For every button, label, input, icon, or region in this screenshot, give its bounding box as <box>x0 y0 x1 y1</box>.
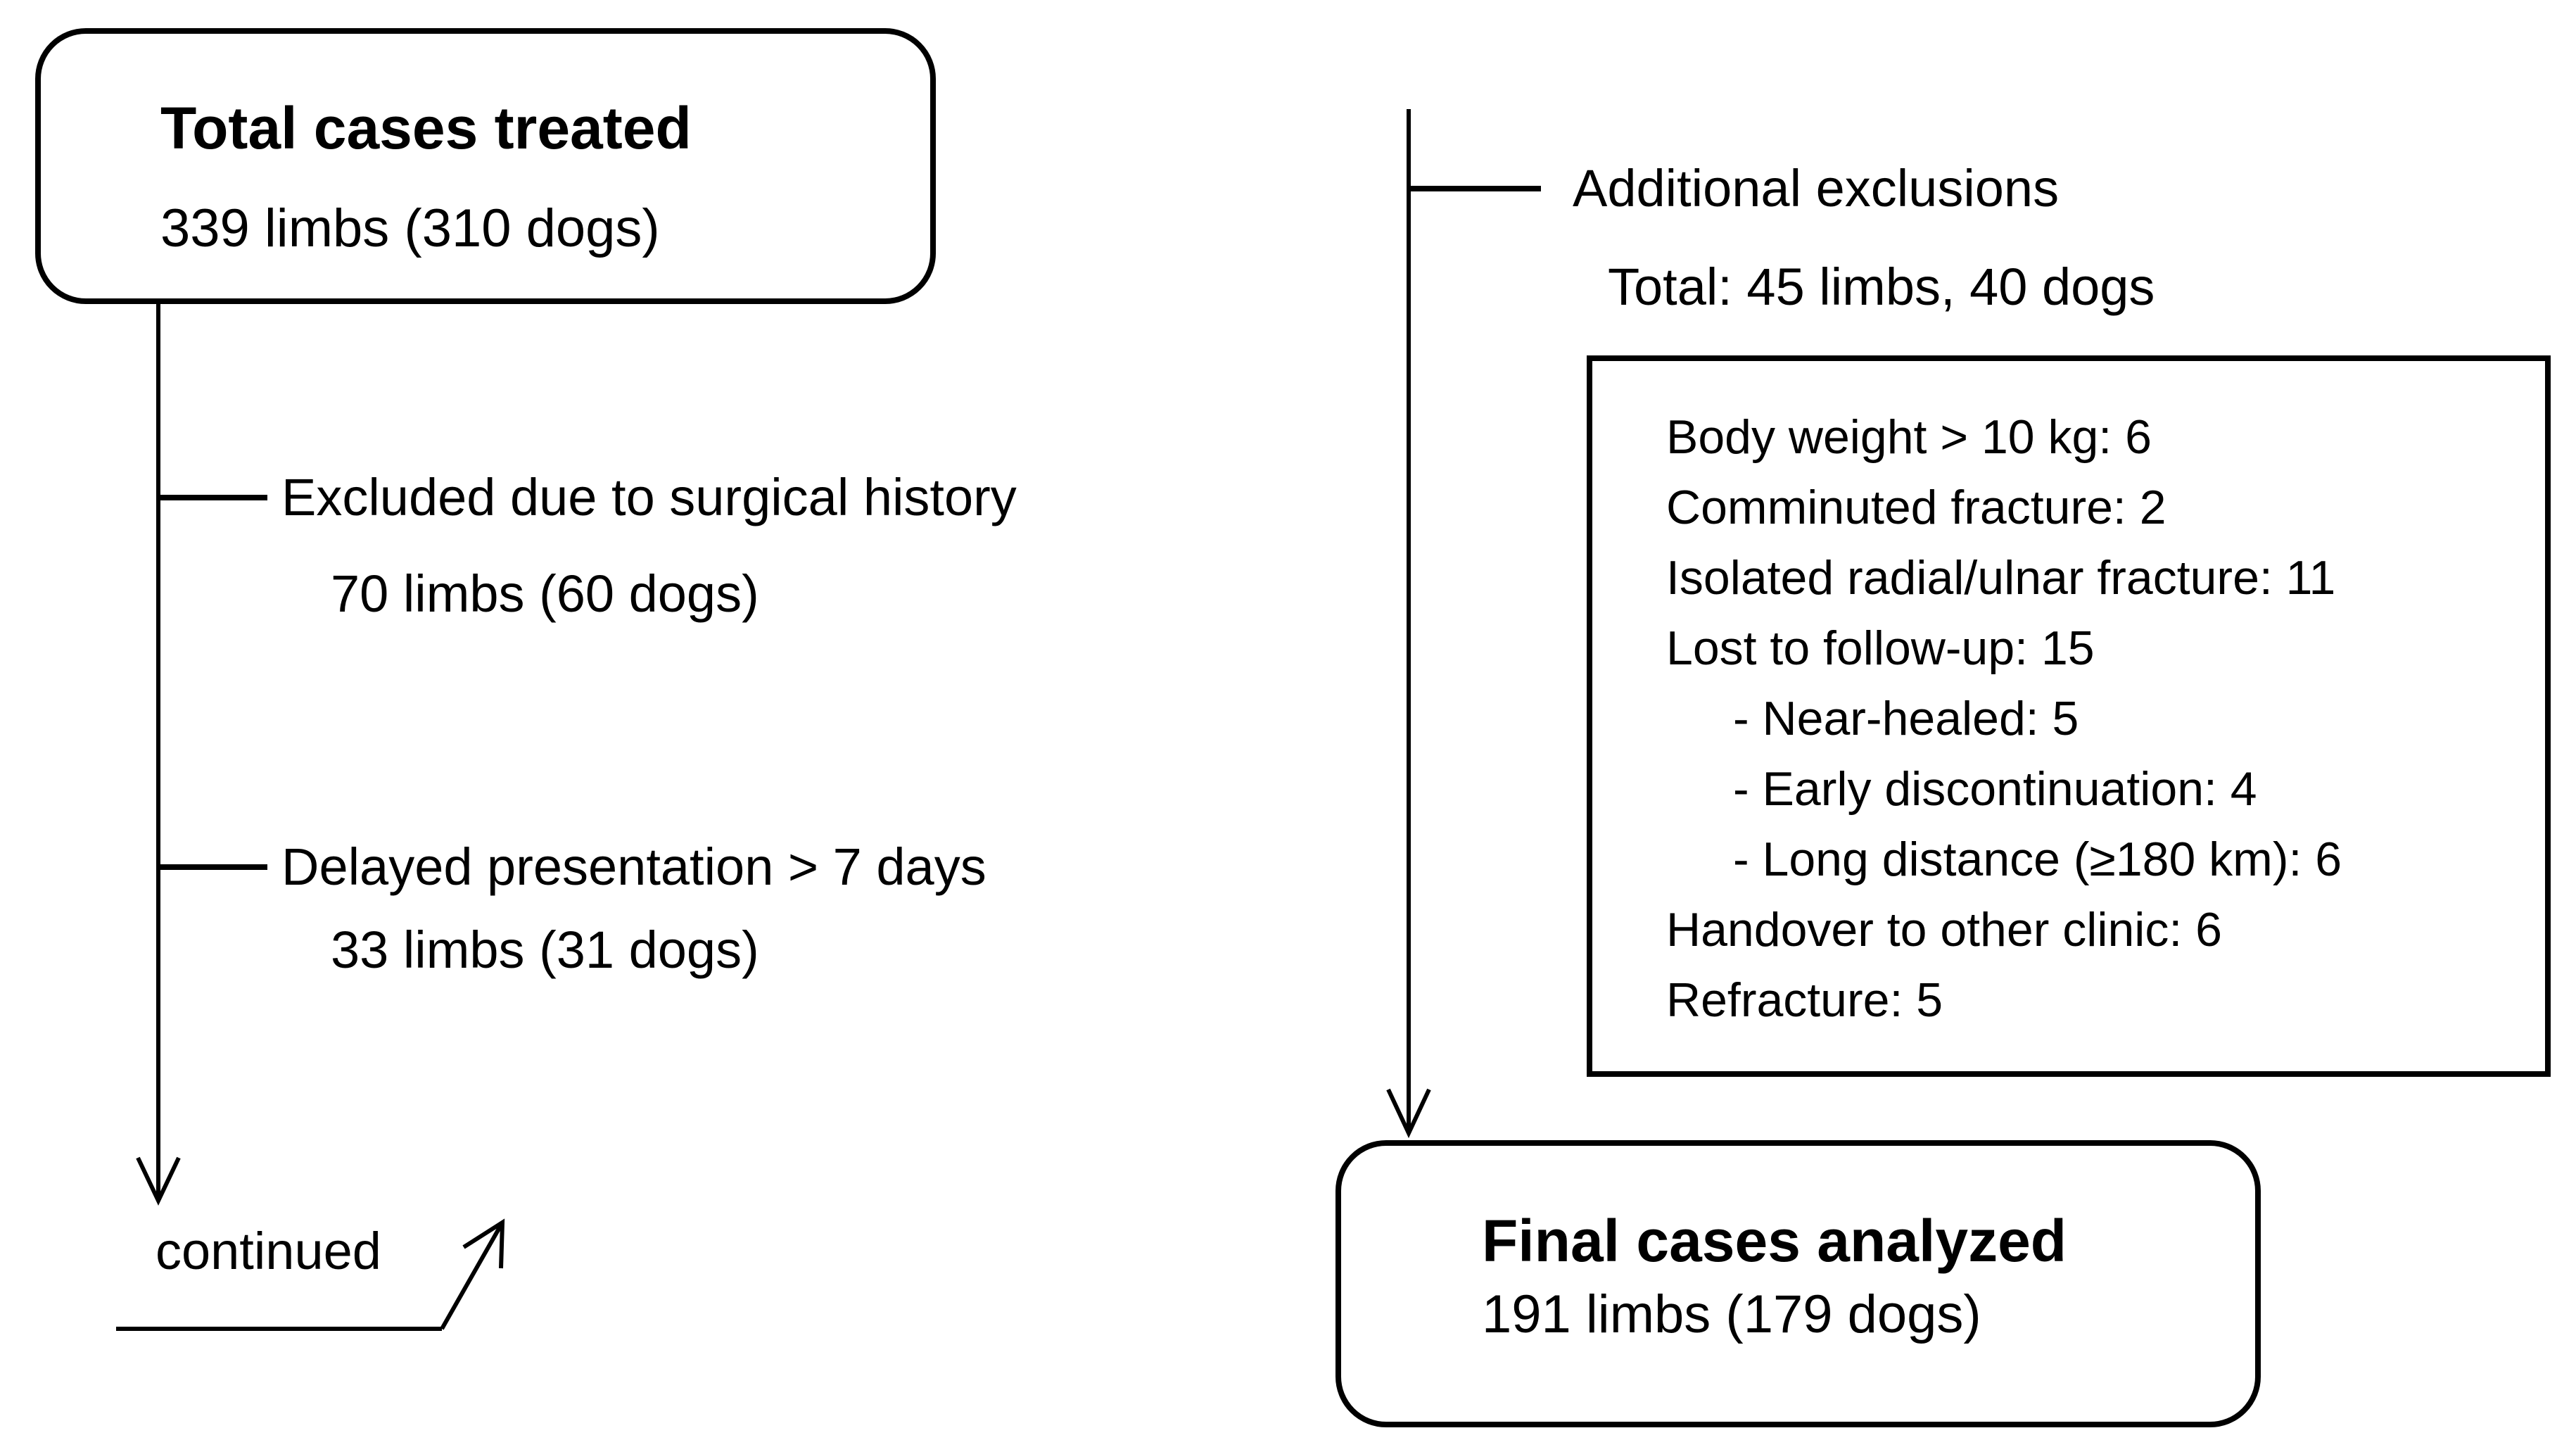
additional-exclusions-label: Additional exclusions <box>1573 159 2060 217</box>
excluded-surgical-history-count: 70 limbs (60 dogs) <box>331 564 759 623</box>
exclusion-item: Comminuted fracture: 2 <box>1666 481 2166 534</box>
delayed-presentation-count: 33 limbs (31 dogs) <box>331 921 759 979</box>
left-down-arrowhead-icon <box>136 1156 181 1206</box>
additional-exclusions-total: Total: 45 limbs, 40 dogs <box>1608 258 2155 316</box>
final-cases-box <box>1335 1140 2261 1427</box>
total-cases-box <box>35 28 936 304</box>
excluded-surgical-history-label: Excluded due to surgical history <box>281 468 1017 526</box>
exclusion-item: Refracture: 5 <box>1666 973 1943 1027</box>
total-cases-count: 339 limbs (310 dogs) <box>160 198 660 258</box>
continued-label: continued <box>156 1222 381 1280</box>
exclusion-item: Body weight > 10 kg: 6 <box>1666 410 2152 464</box>
exclusion-subitem: - Near-healed: 5 <box>1733 692 2079 745</box>
final-cases-count: 191 limbs (179 dogs) <box>1482 1284 1981 1344</box>
exclusion-subitem: - Long distance (≥180 km): 6 <box>1733 833 2342 886</box>
right-down-arrowhead-icon <box>1386 1088 1431 1139</box>
exclusions-detail-box: Body weight > 10 kg: 6 Comminuted fractu… <box>1587 355 2551 1077</box>
continued-diagonal-line <box>440 1221 505 1330</box>
continued-arrowhead-icon <box>462 1218 505 1269</box>
exclusion-item: Handover to other clinic: 6 <box>1666 903 2222 956</box>
exclusion-item: Lost to follow-up: 15 <box>1666 621 2095 675</box>
delayed-presentation-label: Delayed presentation > 7 days <box>281 838 986 896</box>
final-cases-title: Final cases analyzed <box>1482 1208 2067 1274</box>
total-cases-title: Total cases treated <box>160 95 692 161</box>
exclusion-item: Isolated radial/ulnar fracture: 11 <box>1666 551 2336 605</box>
exclusion-subitem: - Early discontinuation: 4 <box>1733 762 2257 816</box>
